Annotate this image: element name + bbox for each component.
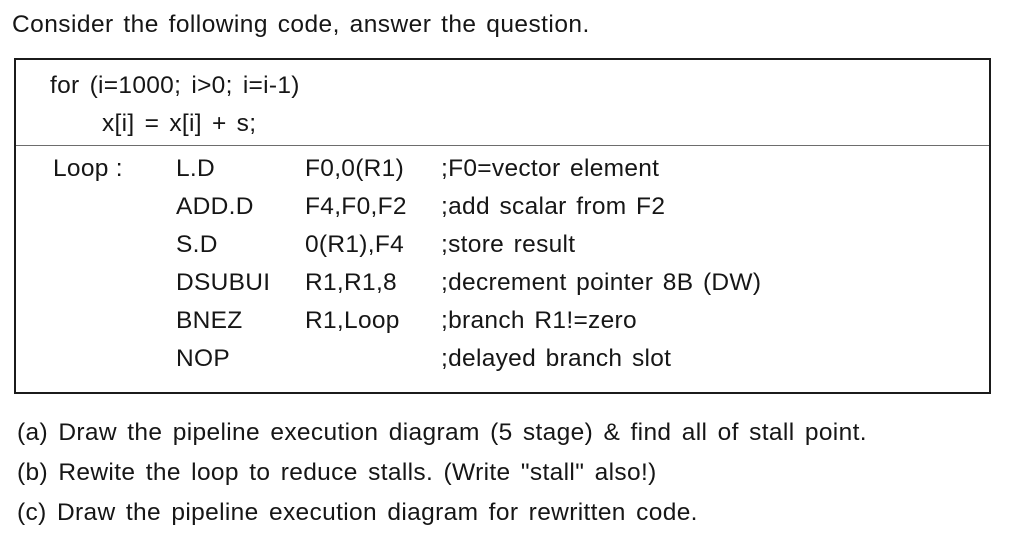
asm-mnemonic: BNEZ <box>176 307 243 334</box>
asm-comment: ;F0=vector element <box>441 155 660 182</box>
asm-comment: ;decrement pointer 8B (DW) <box>441 269 762 296</box>
asm-operands: F0,0(R1) <box>305 155 405 182</box>
asm-mnemonic: NOP <box>176 345 230 372</box>
asm-row: Loop : L.D F0,0(R1) ;F0=vector element <box>16 154 989 192</box>
asm-row: DSUBUI R1,R1,8 ;decrement pointer 8B (DW… <box>16 268 989 306</box>
c-source-section: for (i=1000; i>0; i=i-1) x[i] = x[i] + s… <box>16 60 989 146</box>
asm-row: BNEZ R1,Loop ;branch R1!=zero <box>16 306 989 344</box>
intro-text: Consider the following code, answer the … <box>12 11 590 38</box>
question-item-a: (a) Draw the pipeline execution diagram … <box>17 419 867 446</box>
assembly-source-section: Loop : L.D F0,0(R1) ;F0=vector element A… <box>16 146 989 392</box>
asm-comment: ;delayed branch slot <box>441 345 672 372</box>
asm-mnemonic: S.D <box>176 231 218 258</box>
asm-operands: 0(R1),F4 <box>305 231 405 258</box>
asm-label: Loop : <box>53 155 123 182</box>
asm-mnemonic: L.D <box>176 155 216 182</box>
asm-row: NOP ;delayed branch slot <box>16 344 989 382</box>
c-source-line-for: for (i=1000; i>0; i=i-1) <box>50 72 300 99</box>
asm-comment: ;add scalar from F2 <box>441 193 666 220</box>
asm-operands: R1,R1,8 <box>305 269 397 296</box>
code-listing-box: for (i=1000; i>0; i=i-1) x[i] = x[i] + s… <box>14 58 991 394</box>
asm-mnemonic: ADD.D <box>176 193 254 220</box>
c-source-line-body: x[i] = x[i] + s; <box>102 110 257 137</box>
question-item-c: (c) Draw the pipeline execution diagram … <box>17 499 698 526</box>
asm-comment: ;branch R1!=zero <box>441 307 637 334</box>
asm-mnemonic: DSUBUI <box>176 269 271 296</box>
asm-comment: ;store result <box>441 231 576 258</box>
asm-row: S.D 0(R1),F4 ;store result <box>16 230 989 268</box>
asm-operands: F4,F0,F2 <box>305 193 407 220</box>
asm-row: ADD.D F4,F0,F2 ;add scalar from F2 <box>16 192 989 230</box>
question-item-b: (b) Rewite the loop to reduce stalls. (W… <box>17 459 657 486</box>
asm-operands: R1,Loop <box>305 307 400 334</box>
